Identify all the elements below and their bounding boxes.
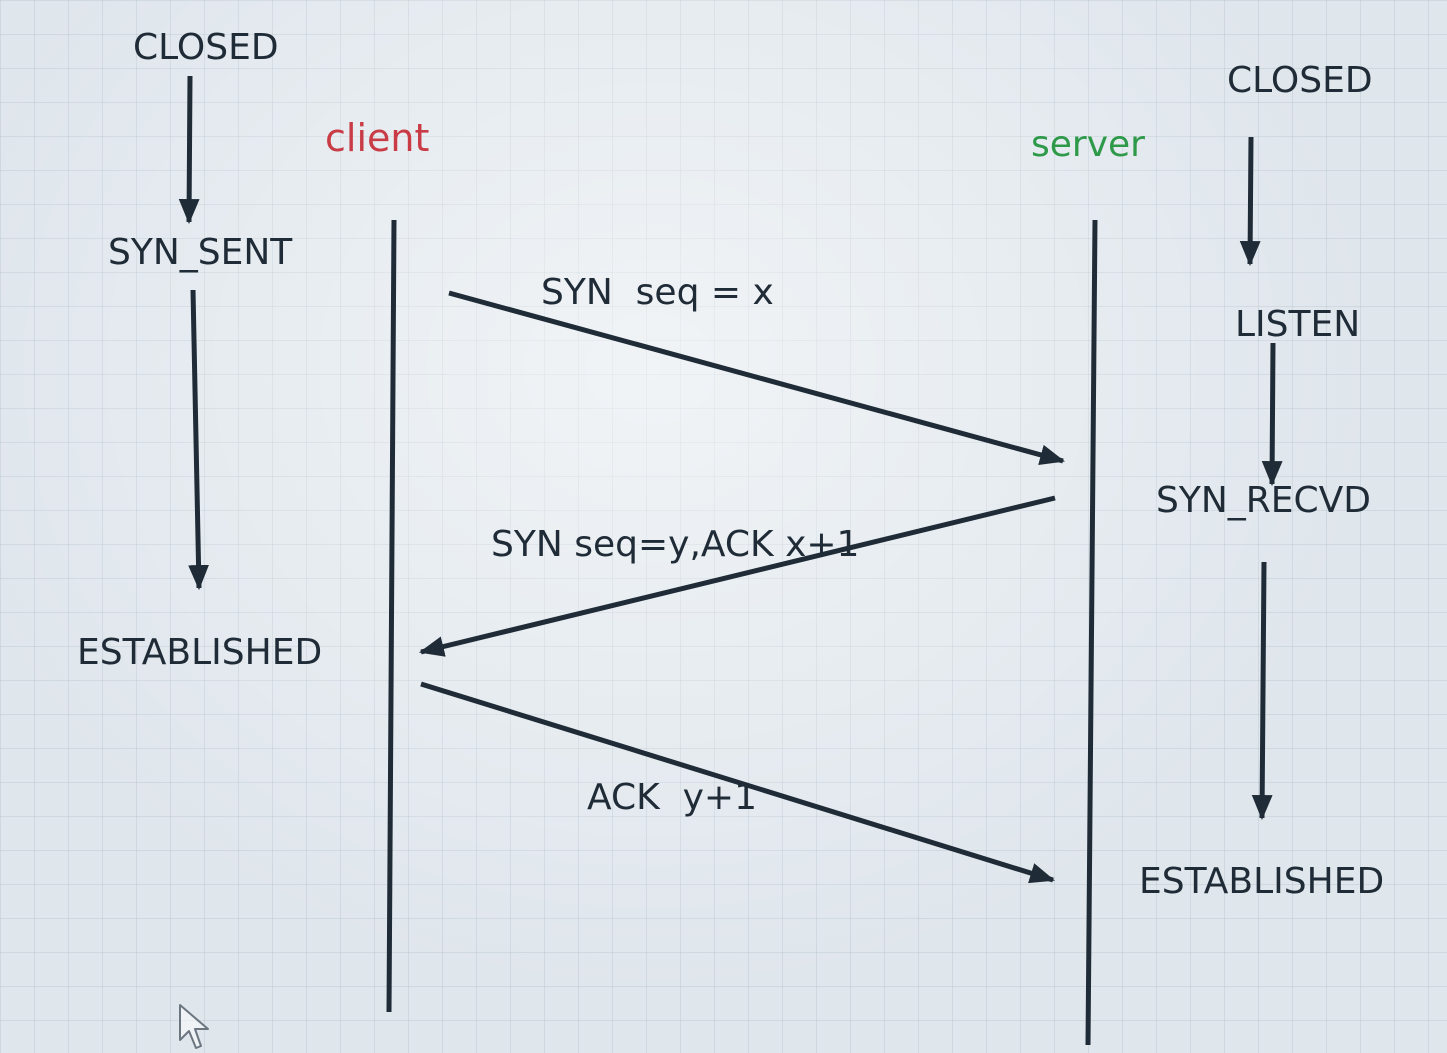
server-label: server bbox=[1031, 124, 1145, 165]
client-state-established: ESTABLISHED bbox=[77, 632, 323, 673]
syn-packet-arrow bbox=[448, 290, 1066, 465]
server-state-arrow-closed-to-listen bbox=[1239, 136, 1261, 267]
server-state-closed: CLOSED bbox=[1227, 60, 1373, 101]
server-state-arrow-syn-recvd-to-established bbox=[1251, 561, 1273, 821]
syn-ack-packet-label: SYN seq=y,ACK x+1 bbox=[491, 524, 860, 565]
server-state-syn-recvd: SYN_RECVD bbox=[1156, 480, 1372, 521]
ack-packet-label: ACK y+1 bbox=[587, 777, 757, 818]
server-state-listen: LISTEN bbox=[1235, 304, 1361, 345]
client-lifeline bbox=[386, 219, 397, 1013]
syn-ack-packet-arrow bbox=[418, 495, 1056, 657]
syn-packet-label: SYN seq = x bbox=[541, 272, 774, 313]
client-state-closed: CLOSED bbox=[133, 27, 279, 68]
client-state-syn-sent: SYN_SENT bbox=[108, 232, 293, 273]
client-label: client bbox=[325, 116, 430, 160]
mouse-cursor-icon bbox=[179, 1004, 209, 1049]
server-lifeline bbox=[1085, 219, 1098, 1046]
client-state-arrow-closed-to-syn-sent bbox=[178, 75, 200, 225]
ack-packet-arrow bbox=[420, 681, 1055, 884]
server-state-arrow-listen-to-syn-recvd bbox=[1261, 342, 1283, 487]
server-state-established: ESTABLISHED bbox=[1139, 861, 1385, 902]
client-state-arrow-syn-sent-to-established bbox=[188, 289, 209, 591]
